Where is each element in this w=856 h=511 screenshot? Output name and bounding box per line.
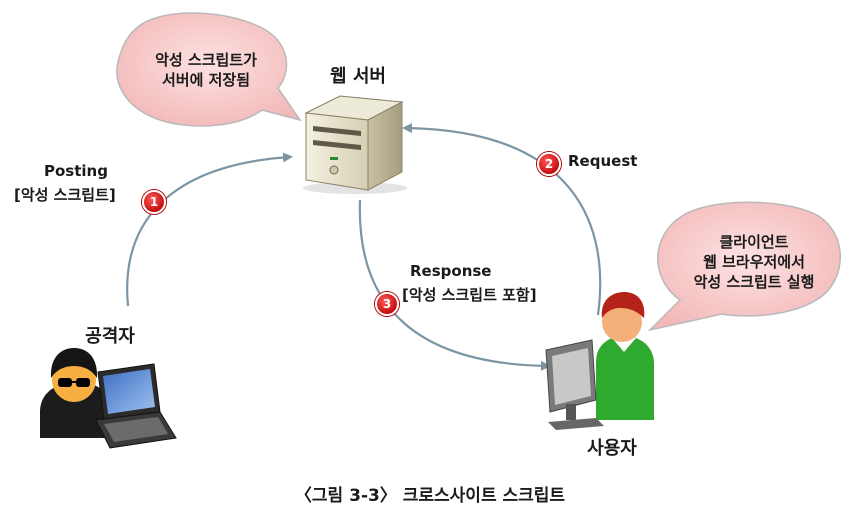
arrow-posting [126, 152, 293, 307]
bubble-user-line2: 웹 브라우저에서 [703, 253, 805, 271]
step1-label-line1: Posting [44, 162, 108, 180]
attacker-laptop-icon [40, 348, 177, 449]
step2-badge: 2 [537, 152, 561, 176]
step1-badge: 1 [142, 190, 166, 214]
step3-label-line2: [악성 스크립트 포함] [402, 286, 537, 304]
bubble-server-line1: 악성 스크립트가 [155, 51, 257, 69]
bubble-user-line3: 악성 스크립트 실행 [693, 273, 815, 291]
user-label: 사용자 [587, 438, 637, 459]
step3-badge: 3 [375, 292, 399, 316]
bubble-user [647, 201, 842, 332]
step2-label: Request [568, 152, 638, 170]
figure-caption: 〈그림 3-3〉 크로스사이트 스크립트 [294, 486, 566, 506]
step1-label-line2: [악성 스크립트] [14, 186, 116, 204]
arrow-request [402, 123, 602, 316]
user-computer-icon [545, 292, 654, 430]
attacker-label: 공격자 [85, 326, 135, 347]
arrow-response [358, 199, 551, 371]
bubble-user-line1: 클라이언트 [719, 233, 789, 251]
step3-label-line1: Response [410, 262, 492, 280]
web-server-icon [303, 95, 407, 194]
bubble-user-text: 클라이언트 웹 브라우저에서 악성 스크립트 실행 [664, 232, 844, 292]
bubble-server-line2: 서버에 저장됨 [161, 71, 251, 89]
bubble-server-text: 악성 스크립트가 서버에 저장됨 [124, 50, 288, 90]
server-label: 웹 서버 [330, 66, 386, 87]
bubble-server [116, 12, 302, 127]
